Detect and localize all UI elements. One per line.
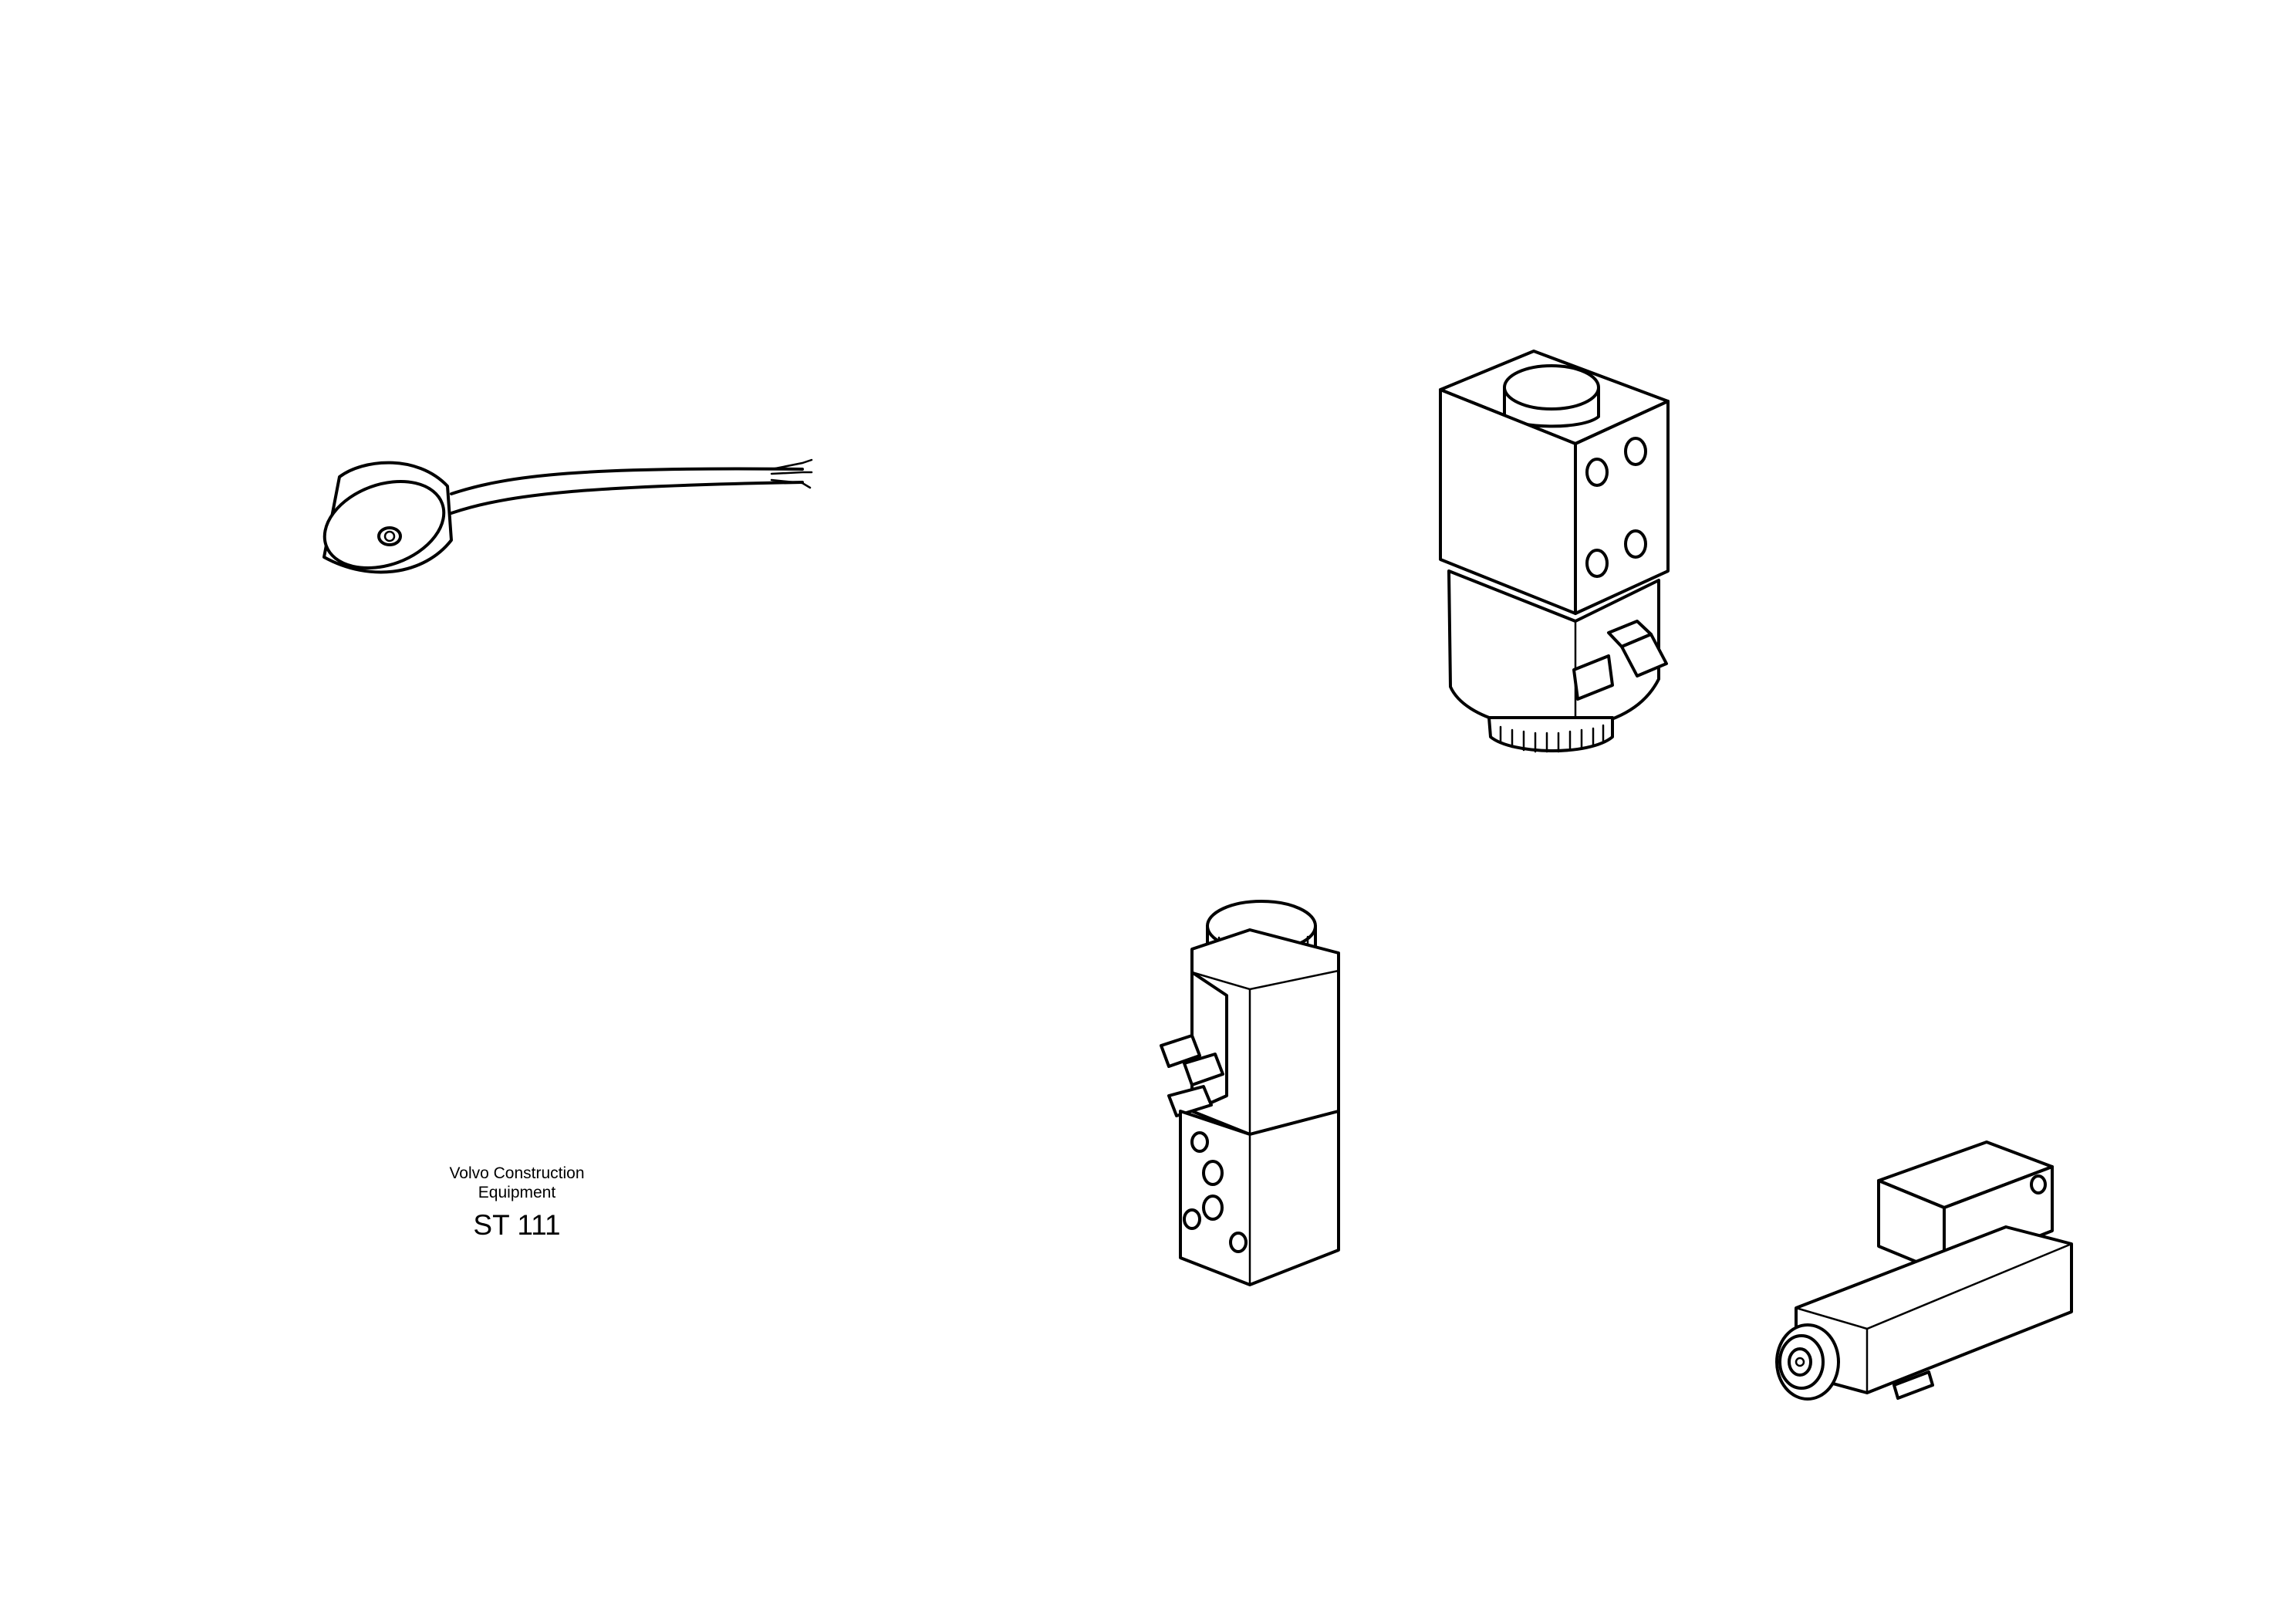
- drawing-code: ST 111: [473, 1209, 561, 1241]
- manufacturer-line-2: Equipment: [478, 1184, 556, 1201]
- sensor-with-cable-drawing: [322, 458, 813, 574]
- solenoid-coil-drawing: [1439, 350, 1670, 753]
- solenoid-valve-drawing: [1160, 900, 1340, 1286]
- manufacturer-line-1: Volvo Construction: [449, 1164, 585, 1182]
- drawing-caption: Volvo Construction Equipment ST 111: [401, 1164, 633, 1244]
- pressure-switch-drawing: [1775, 1140, 2073, 1401]
